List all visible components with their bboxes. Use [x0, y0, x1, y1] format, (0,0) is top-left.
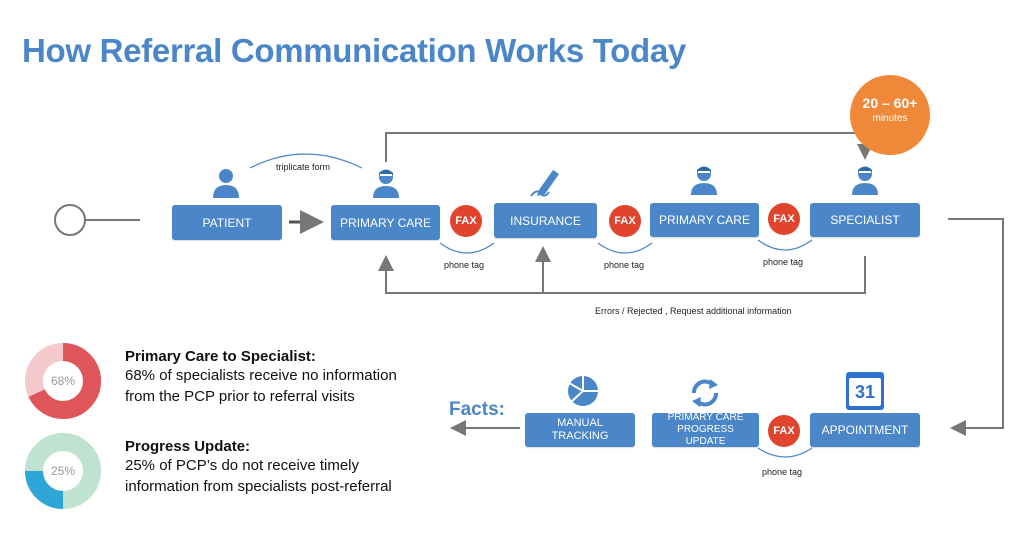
triplicate-form-label: triplicate form	[276, 162, 331, 172]
fact-line: 25% of PCP’s do not receive timely	[125, 457, 360, 474]
box-manual-tracking: MANUAL TRACKING	[525, 413, 635, 447]
fact-heading: Progress Update:	[125, 438, 251, 455]
pen-signature-icon	[530, 170, 559, 197]
fact-line: information from specialists post-referr…	[125, 478, 392, 495]
donut-percent-label: 25%	[51, 464, 75, 478]
donut-percent-label: 68%	[51, 374, 75, 388]
fax-badge: FAX	[768, 203, 800, 235]
time-bubble-value: 20 – 60+	[862, 95, 918, 111]
box-progress-update: PRIMARY CARE PROGRESS UPDATE	[652, 412, 759, 447]
donut-chart-25: 25%	[25, 433, 101, 509]
calendar-day: 31	[854, 382, 876, 402]
fax-badge: FAX	[768, 415, 800, 447]
phone-tag-label: phone tag	[763, 257, 804, 267]
calendar-icon: 31	[846, 372, 884, 410]
box-primary-care: PRIMARY CARE	[331, 205, 440, 240]
box-insurance: INSURANCE	[494, 203, 597, 238]
time-bubble-unit: minutes	[872, 113, 908, 124]
phone-tag-label: phone tag	[604, 260, 645, 270]
fact-line: from the PCP prior to referral visits	[125, 388, 355, 405]
donut-value-segment	[25, 343, 101, 419]
donut-value-segment	[25, 433, 101, 509]
fact-1: Primary Care to Specialist: 68% of speci…	[125, 348, 397, 407]
page-title: How Referral Communication Works Today	[22, 32, 686, 69]
errors-label: Errors / Rejected , Request additional i…	[595, 306, 792, 316]
time-bubble: 20 – 60+ minutes	[850, 75, 930, 155]
phone-tag-label: phone tag	[762, 467, 803, 477]
facts-label: Facts:	[449, 399, 505, 420]
doctor-icon	[852, 166, 878, 195]
phone-tag-label: phone tag	[444, 260, 485, 270]
donut-chart-68: 68%	[25, 343, 101, 419]
start-node	[54, 204, 86, 236]
fact-2: Progress Update: 25% of PCP’s do not rec…	[125, 438, 392, 497]
box-appointment: APPOINTMENT	[810, 413, 920, 447]
person-icon	[213, 169, 239, 198]
fax-badge: FAX	[450, 205, 482, 237]
fax-badge: FAX	[609, 205, 641, 237]
pie-chart-icon	[568, 375, 598, 406]
doctor-icon	[373, 169, 399, 198]
fact-line: 68% of specialists receive no informatio…	[125, 367, 397, 384]
doctor-icon	[691, 166, 717, 195]
refresh-icon	[692, 379, 718, 407]
fact-heading: Primary Care to Specialist:	[125, 348, 316, 365]
box-primary-care-2: PRIMARY CARE	[650, 203, 759, 237]
box-patient: PATIENT	[172, 205, 282, 240]
box-specialist: SPECIALIST	[810, 203, 920, 237]
